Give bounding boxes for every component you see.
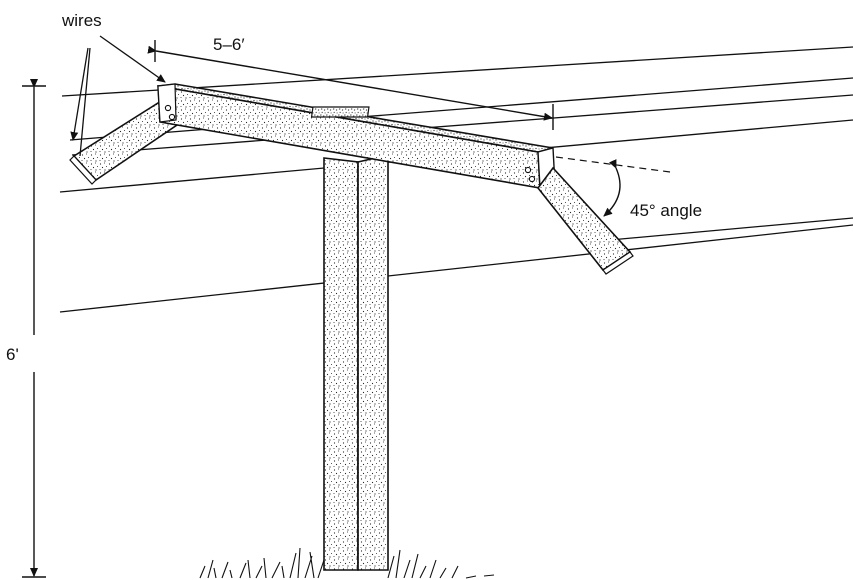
bolt — [164, 104, 172, 112]
post — [323, 153, 389, 571]
post-top-cap — [310, 106, 370, 118]
grass-tuft — [239, 557, 285, 579]
crossarm-length-label: 5–6′ — [213, 35, 245, 54]
bolt — [528, 175, 536, 183]
wire-right-arm — [609, 217, 853, 241]
grass-tuft — [289, 547, 325, 579]
grass-tuft — [439, 565, 495, 579]
grass-tuft — [387, 549, 437, 579]
post-front-face — [323, 157, 359, 571]
wires-leader-1 — [99, 35, 166, 83]
right-brace-end — [602, 251, 634, 275]
grass-tuft — [199, 559, 233, 579]
bolt — [168, 113, 176, 121]
height-dimension — [22, 79, 46, 578]
wires-leader-3 — [79, 47, 91, 157]
right-brace — [536, 166, 634, 275]
angle-indicator — [555, 156, 671, 217]
bolt — [524, 166, 532, 174]
wire-top-3 — [71, 94, 853, 156]
post-side-face — [357, 153, 389, 571]
angle-reference-line — [555, 156, 671, 173]
left-brace — [69, 101, 182, 185]
crossarm-dimension — [147, 40, 554, 130]
wires-leader-2 — [70, 47, 89, 141]
wires-leaders — [70, 35, 166, 157]
angle-label: 45° angle — [630, 201, 702, 220]
left-brace-end — [69, 155, 97, 185]
dim-line — [147, 45, 553, 121]
wire-low — [59, 224, 853, 313]
grass — [199, 547, 495, 579]
post-height-label: 6' — [6, 345, 19, 364]
angle-arc — [603, 159, 621, 217]
wires-label: wires — [61, 11, 102, 30]
